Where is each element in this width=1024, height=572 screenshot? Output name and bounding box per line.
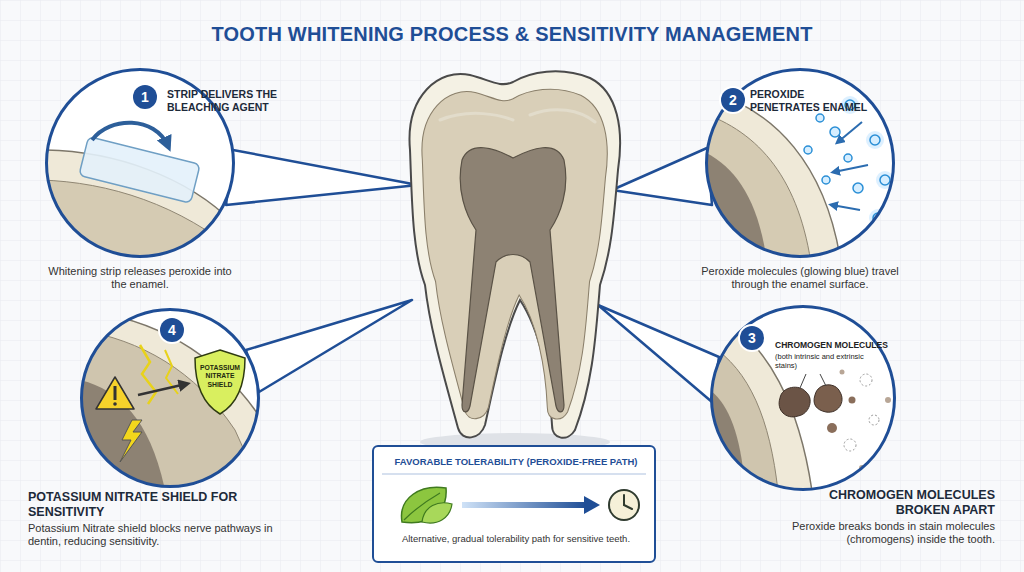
broken-fragment — [869, 415, 879, 425]
placement-arrow — [92, 123, 168, 146]
enamel-layer — [710, 312, 812, 491]
tooth-highlight — [440, 110, 595, 122]
broken-fragment — [860, 374, 872, 386]
chromogen-illustration — [710, 312, 891, 491]
peroxide-molecule — [830, 127, 840, 137]
enamel-layer — [80, 310, 262, 490]
blocked-arrow — [138, 384, 186, 395]
step-heading: PEROXIDE PENETRATES ENAMEL — [750, 88, 875, 114]
leader-line — [800, 374, 806, 388]
panel-fill — [711, 306, 895, 490]
step-heading: CHROMOGEN MOLECULES BROKEN APART — [805, 488, 995, 519]
stain-fragment — [827, 423, 837, 433]
callout-number: 1 — [133, 85, 157, 109]
callout-label: CHROMOGEN MOLECULES — [775, 340, 895, 350]
peroxide-molecule — [853, 183, 863, 193]
box-heading: FAVORABLE TOLERABILITY (PEROXIDE-FREE PA… — [378, 456, 654, 468]
callout-number: 3 — [740, 326, 764, 350]
broken-fragment — [885, 397, 891, 403]
step-description: Peroxide molecules (glowing blue) travel… — [685, 265, 915, 292]
warning-triangle — [96, 377, 134, 409]
progress-arrow — [462, 502, 586, 508]
panel-outline — [710, 305, 896, 491]
info-box: FAVORABLE TOLERABILITY (PEROXIDE-FREE PA… — [372, 445, 656, 563]
tooth-enamel — [410, 71, 621, 437]
step-description: Whitening strip releases peroxide into t… — [40, 265, 240, 292]
box-separator — [382, 473, 646, 475]
peroxide-molecule — [804, 146, 812, 154]
pulp-layer — [700, 150, 768, 270]
step-heading: POTASSIUM NITRATE SHIELD FOR SENSITIVITY — [28, 490, 243, 521]
stain-molecule — [814, 385, 842, 412]
step-description: Potassium Nitrate shield blocks nerve pa… — [28, 522, 278, 549]
callout-number: 2 — [721, 88, 745, 112]
callout-pointer — [226, 150, 418, 205]
shield-symbol: POTASSIUM NITRATE SHIELD — [192, 348, 248, 416]
peroxide-molecule — [870, 135, 880, 145]
panel-circle — [82, 310, 259, 487]
warning-mark — [113, 402, 117, 406]
diagram-title: TOOTH WHITENING PROCESS & SENSITIVITY MA… — [0, 23, 1024, 46]
peroxide-glow — [866, 131, 884, 149]
whitening-strip — [79, 137, 200, 204]
peroxide-illustration — [700, 88, 894, 270]
clock-hand — [624, 505, 632, 509]
shield-label: POTASSIUM NITRATE SHIELD — [195, 364, 245, 389]
leader-line — [820, 374, 826, 386]
step-description: Peroxide breaks bonds in stain molecules… — [780, 520, 995, 547]
peroxide-molecule — [822, 176, 830, 184]
stain-molecule — [779, 387, 810, 417]
tooth-dentin — [422, 89, 607, 419]
clock-icon — [609, 490, 639, 520]
callout-number: 4 — [160, 318, 184, 342]
box-fill — [372, 445, 656, 563]
callout-pointer — [612, 148, 712, 205]
strip-illustration — [40, 123, 240, 270]
sensitivity-illustration — [80, 310, 262, 490]
peroxide-molecule — [816, 114, 824, 122]
progress-arrow-head — [584, 496, 600, 514]
shield-shape — [195, 350, 245, 414]
step-heading: STRIP DELIVERS THE BLEACHING AGENT — [167, 88, 312, 114]
callout-note: (both intrinsic and extrinsic stains) — [775, 352, 870, 370]
dentin-layer — [80, 330, 262, 490]
clock-hand — [623, 495, 625, 505]
pain-bolt — [120, 420, 142, 462]
warning-mark — [114, 386, 117, 400]
step-panel: CHROMOGEN MOLECULES BROKEN APARTPeroxide… — [710, 305, 896, 491]
panel-circle — [712, 307, 895, 490]
broken-fragment — [844, 439, 856, 451]
penetration-arrow — [838, 122, 862, 142]
tooth-pulp — [460, 148, 566, 412]
panel-circle — [707, 70, 894, 257]
box-description: Alternative, gradual tolerability path f… — [384, 533, 648, 545]
peroxide-molecule — [880, 175, 890, 185]
callout-pointer — [246, 300, 412, 392]
leaf-icon — [422, 503, 452, 523]
callout-pointer — [598, 305, 719, 402]
broken-fragment — [840, 370, 845, 375]
pulp-layer — [710, 390, 745, 491]
penetration-arrow — [832, 205, 860, 210]
penetration-arrow — [834, 165, 868, 172]
peroxide-molecule — [844, 154, 852, 162]
stain-fragment — [849, 397, 856, 404]
